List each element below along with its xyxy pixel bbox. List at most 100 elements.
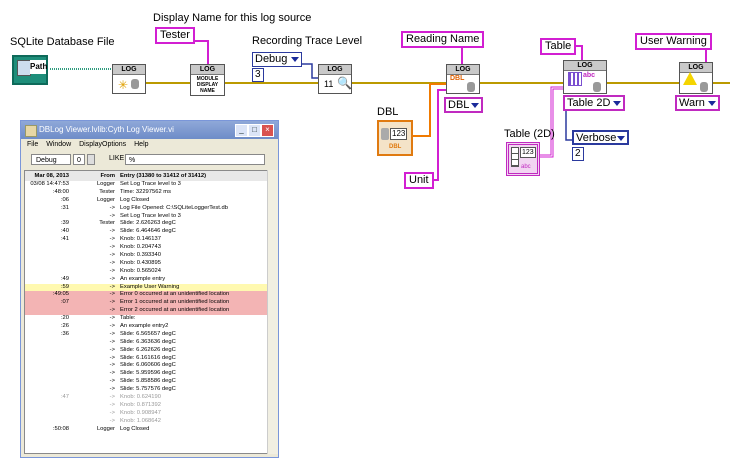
log-open-node[interactable]: LOG ✳ [112, 64, 146, 94]
log-row[interactable]: :59->Example User Warning [25, 283, 267, 292]
log-caption: LOG [191, 65, 224, 75]
unit-constant[interactable]: Unit [404, 172, 434, 189]
verbose-ring[interactable]: Verbose [572, 130, 629, 145]
log-entry: An example entry2 [120, 323, 169, 330]
log-row[interactable]: ->Knob: 1.068642 [25, 418, 267, 426]
level-filter-number[interactable]: 0 [73, 154, 85, 165]
log-entry: Set Log Trace level to 3 [120, 181, 181, 187]
maximize-button[interactable]: □ [248, 124, 261, 137]
log-time: :49:05 [52, 291, 69, 298]
close-button[interactable]: × [261, 124, 274, 137]
log-row[interactable]: :31->Log File Opened: C:\SQLiteLoggerTes… [25, 205, 267, 213]
header-from: From [100, 173, 116, 179]
log-row[interactable]: ->Slide: 6.161616 degC [25, 355, 267, 363]
log-table-node[interactable]: LOG abc [563, 60, 607, 94]
menu-help[interactable]: Help [134, 141, 149, 148]
log-row[interactable]: :41->Knob: 0.146137 [25, 236, 267, 244]
table2d-type-ring[interactable]: Table 2D [563, 95, 625, 111]
log-viewer-window[interactable]: DBLog Viewer.lvlib:Cyth Log Viewer.vi _ … [20, 120, 279, 458]
log-dbl-node[interactable]: LOG DBL [446, 64, 480, 94]
dbl-label: DBL [377, 106, 399, 118]
log-trace-level-node[interactable]: LOG 11 🔍 [318, 64, 352, 94]
log-entry: Knob: 0.204743 [120, 244, 161, 251]
log-row[interactable]: :47->Knob: 0.624190 [25, 394, 267, 402]
log-from: -> [109, 338, 115, 345]
log-row[interactable]: ->Set Log Trace level to 3 [25, 213, 267, 221]
log-row[interactable]: ->Slide: 6.060606 degC [25, 362, 267, 370]
abc-type-text: abc [583, 72, 596, 79]
trace-level-ring-value: Debug [255, 53, 288, 65]
chevron-down-icon [617, 136, 625, 141]
log-from: -> [109, 370, 115, 377]
trace-level-ring[interactable]: Debug [252, 52, 302, 67]
tester-wire [178, 40, 209, 66]
log-warning-node[interactable]: LOG [679, 62, 713, 94]
log-from: -> [109, 236, 115, 243]
dbl-type-ring[interactable]: DBL [444, 97, 483, 113]
log-from: -> [109, 204, 115, 211]
log-row[interactable]: ->Knob: 0.908947 [25, 410, 267, 418]
path-control[interactable]: Path [12, 55, 48, 85]
log-entry: Error 1 occurred at an unidentified loca… [120, 299, 230, 306]
minimize-button[interactable]: _ [235, 124, 248, 137]
menu-window[interactable]: Window [46, 141, 72, 148]
log-row[interactable]: :07->Error 1 occurred at an unidentified… [25, 299, 267, 308]
module-display-name-node[interactable]: LOG MODULE DISPLAY NAME [190, 64, 225, 96]
log-row[interactable]: ->Error 2 occurred at an unidentified lo… [25, 307, 267, 316]
log-table-header: Mar 08, 2013 From Entry (31380 to 31412 … [25, 171, 267, 181]
log-row[interactable]: :40->Slide: 6.464646 degC [25, 228, 267, 236]
log-time: :50:08 [52, 425, 69, 432]
log-row[interactable]: ->Knob: 0.871392 [25, 402, 267, 410]
log-row[interactable]: ->Slide: 6.262626 degC [25, 347, 267, 355]
menu-file[interactable]: File [27, 141, 39, 148]
level-filter-value: Debug [36, 157, 57, 164]
log-row[interactable]: :49:05->Error 0 occurred at an unidentif… [25, 291, 267, 300]
like-filter-input[interactable]: % [125, 154, 265, 165]
log-row[interactable]: ->Knob: 0.565024 [25, 268, 267, 276]
log-row[interactable]: ->Slide: 5.858586 degC [25, 378, 267, 386]
dbl-type-text: DBL [450, 75, 465, 82]
warn-type-ring[interactable]: Warn [675, 95, 720, 111]
tester-constant[interactable]: Tester [155, 27, 195, 44]
log-from: -> [109, 244, 115, 251]
log-row[interactable]: :49->An example entry [25, 276, 267, 284]
chevron-down-icon[interactable] [87, 154, 95, 165]
log-table-scrollbar[interactable] [267, 170, 278, 454]
table2d-terminal[interactable]: 123 abc [506, 142, 540, 176]
log-row[interactable]: ->Knob: 0.430895 [25, 260, 267, 268]
log-from: -> [109, 259, 115, 266]
display-name-label: Display Name for this log source [153, 12, 312, 24]
dbl-terminal[interactable]: 123 DBL [377, 120, 413, 156]
log-row[interactable]: :20->Table: [25, 315, 267, 323]
log-entry: Knob: 0.908947 [120, 409, 161, 416]
user-warning-constant[interactable]: User Warning [635, 33, 712, 50]
log-row[interactable]: ->Slide: 5.757576 degC [25, 386, 267, 394]
log-row[interactable]: ->Slide: 6.363636 degC [25, 339, 267, 347]
log-entry: Slide: 2.626263 degC [120, 220, 176, 227]
level-filter-select[interactable]: Debug [31, 154, 71, 165]
reading-name-constant[interactable]: Reading Name [401, 31, 485, 48]
warning-icon [683, 72, 697, 85]
log-table[interactable]: Mar 08, 2013 From Entry (31380 to 31412 … [24, 170, 268, 454]
window-titlebar[interactable]: DBLog Viewer.lvlib:Cyth Log Viewer.vi _ … [21, 121, 278, 139]
log-entry: An example entry [120, 275, 166, 282]
log-row[interactable]: ->Knob: 0.393340 [25, 252, 267, 260]
log-from: -> [109, 212, 115, 219]
menu-displayoptions[interactable]: DisplayOptions [79, 141, 127, 148]
log-entry: Slide: 6.060606 degC [120, 362, 176, 369]
log-row[interactable]: :36->Slide: 6.565657 degC [25, 331, 267, 339]
log-entry: Example User Warning [120, 283, 180, 290]
log-entry: Log Closed [120, 425, 150, 432]
log-row[interactable]: -> Knob: 0.204743 [25, 244, 267, 252]
log-entry: Slide: 6.262626 degC [120, 346, 176, 353]
log-row[interactable]: ->Slide: 5.959596 degC [25, 370, 267, 378]
log-from: -> [109, 323, 115, 330]
table-constant[interactable]: Table [540, 38, 577, 55]
log-entry: Knob: 0.146137 [120, 236, 161, 243]
log-row[interactable]: :26->An example entry2 [25, 323, 267, 331]
